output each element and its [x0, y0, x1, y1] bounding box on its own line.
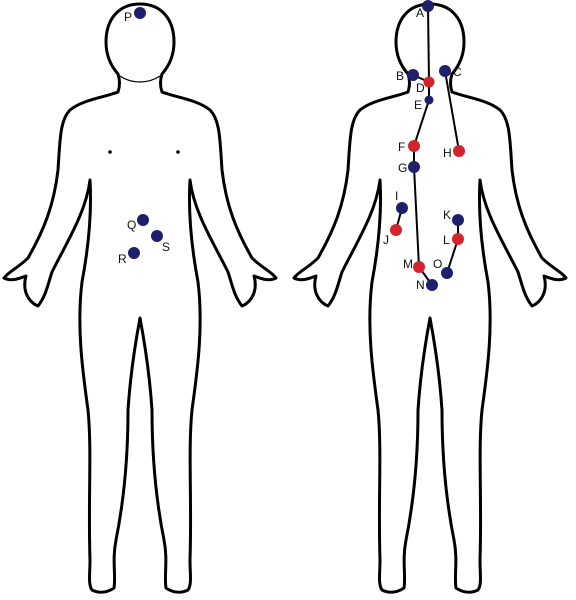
connection-c-h: [444, 70, 460, 152]
point-marker-j: [390, 224, 402, 236]
point-marker-d: [423, 76, 435, 88]
point-marker-m: [413, 261, 425, 273]
point-label-d: D: [416, 81, 425, 95]
connection-a-d: [427, 5, 430, 83]
point-label-c: C: [453, 65, 462, 79]
point-label-l: L: [443, 233, 450, 247]
point-marker-h: [453, 145, 465, 157]
point-label-m: M: [403, 257, 413, 271]
point-label-k: K: [443, 208, 451, 222]
point-marker-k: [452, 214, 464, 226]
point-marker-l: [452, 233, 464, 245]
point-label-o: O: [433, 257, 442, 271]
connection-e-f: [413, 99, 430, 147]
point-marker-e: [424, 95, 434, 105]
point-label-q: Q: [127, 218, 136, 232]
point-marker-a: [422, 0, 434, 12]
point-marker-p: [134, 7, 146, 19]
point-label-h: H: [443, 146, 452, 160]
point-marker-n: [426, 279, 438, 291]
back-body-outline: [292, 2, 568, 594]
point-markers: A B C DE FG H I J KL MNO P Q R S: [118, 0, 465, 292]
point-label-f: F: [398, 140, 405, 154]
point-label-p: P: [124, 10, 132, 24]
point-marker-f: [408, 140, 420, 152]
point-marker-r: [128, 247, 140, 259]
point-label-b: B: [396, 69, 404, 83]
point-label-j: J: [383, 233, 389, 247]
point-marker-s: [151, 230, 163, 242]
point-label-i: I: [395, 189, 398, 203]
point-label-e: E: [414, 98, 422, 112]
point-label-s: S: [162, 240, 170, 254]
point-marker-o: [441, 267, 453, 279]
point-marker-i: [396, 202, 408, 214]
front-body-outline: [2, 2, 278, 594]
point-label-r: R: [118, 252, 127, 266]
point-marker-g: [408, 161, 420, 173]
point-marker-q: [137, 214, 149, 226]
point-label-g: G: [398, 161, 407, 175]
point-marker-b: [407, 69, 419, 81]
point-label-n: N: [416, 278, 425, 292]
connection-g-m: [413, 166, 420, 268]
point-marker-c: [439, 65, 451, 77]
point-label-a: A: [416, 6, 424, 20]
